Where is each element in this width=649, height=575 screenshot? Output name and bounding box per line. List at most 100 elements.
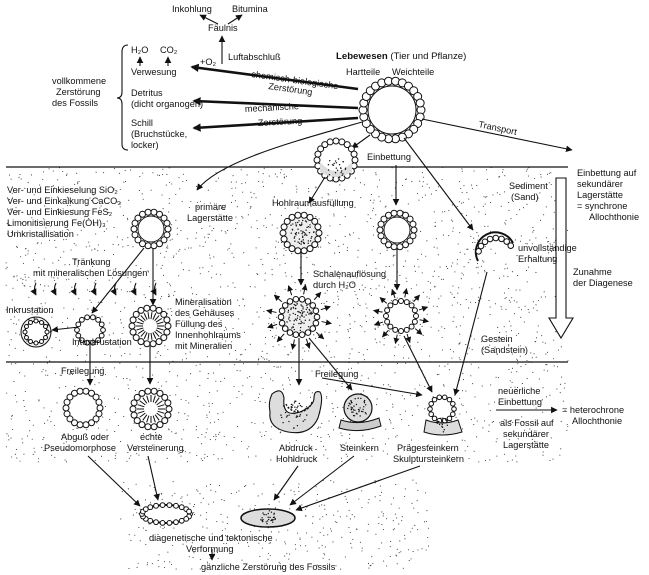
label-unvollstaendig: unvollständige <box>518 243 577 253</box>
label-verwesung: Verwesung <box>131 67 176 77</box>
label-traenkung: Tränkung <box>72 257 110 267</box>
arrow-abguss-deform <box>87 455 141 507</box>
label-lagerstaette: Lagerstätte <box>503 440 549 450</box>
arrow-steinkern-deform <box>289 455 355 506</box>
fossil-traenkung <box>74 314 106 346</box>
label-primaere: primäre <box>195 202 226 212</box>
label-einkalkung: Ver- und Einkalkung CaCO₃ <box>7 196 121 206</box>
label-luftabschluss: Luftabschluß <box>228 52 281 62</box>
arrow-to-unvollstaendig <box>403 137 474 231</box>
label-hohlraum: Hohlraumausfüllung <box>272 198 354 208</box>
label-vollkommen2: Zerstörung <box>56 87 100 97</box>
label-heterochron2: Allochthonie <box>572 416 622 426</box>
label-mineral2: des Gehäuses <box>175 308 235 318</box>
arrow-transport <box>421 118 573 153</box>
label-schill-sub1: (Bruchstücke, <box>131 129 187 139</box>
label-abguss: Abguß oder <box>61 432 109 442</box>
label-hohldruck: Hohldruck <box>276 454 318 464</box>
label-intuskrustation: Intuskrustation <box>72 337 132 347</box>
label-skulptur: Skulptursteinkern <box>393 454 464 464</box>
arrow-dissolve-to-praege <box>403 335 433 393</box>
label-weichteile: Weichteile <box>392 67 434 77</box>
label-diagenetische: diagenetische und tektonische <box>149 533 273 543</box>
fossil-abdruck <box>268 390 323 434</box>
label-heterochron1: = heterochrone <box>562 405 624 415</box>
label-schill-sub2: locker) <box>131 140 159 150</box>
solution-arrows <box>30 282 157 296</box>
label-einkiesung: Ver- und Einkiesung FeS₂ <box>7 207 113 217</box>
label-detritus: Detritus <box>131 88 163 98</box>
label-echte: echte <box>140 432 162 442</box>
label-loesungen: mit mineralischen Lösungen <box>33 268 147 278</box>
label-einbettung-sek5: Allochthonie <box>589 212 639 222</box>
fossil-primary <box>130 208 172 250</box>
arrow-to-traenkung <box>91 247 145 314</box>
label-mechanisch1: mechanische <box>245 101 300 114</box>
label-einbettung: Einbettung <box>367 152 411 162</box>
label-einbettung-sek3: Lagerstätte <box>577 190 623 200</box>
label-pseudomorphose: Pseudomorphose <box>44 443 116 453</box>
label-einbettung-sek4: = synchrone <box>577 201 627 211</box>
label-neuerliche: neuerliche <box>498 386 540 396</box>
label-inkohlung: Inkohlung <box>172 4 212 14</box>
label-hartteile: Hartteile <box>346 67 380 77</box>
label-sekundaer: sekundärer <box>503 429 549 439</box>
arrow-to-bitumina <box>227 14 243 25</box>
label-schalen1: Schalenauflösung <box>313 269 386 279</box>
fossil-dissolving <box>266 284 332 350</box>
label-bitumina: Bitumina <box>232 4 269 14</box>
label-mineral4: Innenhohlraums <box>175 330 241 340</box>
label-mineral3: Füllung des <box>175 319 223 329</box>
fossil-inkrustation <box>20 316 52 348</box>
label-praegesteinkern: Prägesteinkern <box>397 443 459 453</box>
label-mineral1: Mineralisation <box>175 297 232 307</box>
label-sandstein: (Sandstein) <box>481 345 528 355</box>
label-schill: Schill <box>131 118 153 128</box>
arrow-chemisch <box>190 63 359 91</box>
label-faulnis: Fäulnis <box>208 23 238 33</box>
label-einbettung2: Einbettung <box>498 397 542 407</box>
fossil-intuskrustation <box>128 304 172 348</box>
label-erhaltung: Erhaltung <box>518 254 557 264</box>
label-diagenese: der Diagenese <box>573 278 633 288</box>
fossil-deformed-left <box>139 502 193 526</box>
label-o2: +O₂ <box>200 57 217 67</box>
label-gaenzlich: gänzliche Zerstörung des Fossils <box>201 562 336 572</box>
arrow-to-praege <box>321 377 423 398</box>
arrow-mechanisch <box>192 116 359 132</box>
fossil-filled <box>279 211 323 255</box>
label-lebewesen: Lebewesen (Tier und Pflanze) <box>336 51 466 62</box>
label-inkrustation: Inkrustation <box>6 305 54 315</box>
arrow-to-einbettung <box>351 134 371 149</box>
fossil-steinkern <box>338 393 382 432</box>
label-sediment: Sediment <box>509 181 548 191</box>
fossil-einbettung <box>313 137 359 183</box>
label-mineral5: mit Mineralien <box>175 341 232 351</box>
fossil-deformed-right <box>240 508 296 528</box>
label-verformung: Verformung <box>186 544 234 554</box>
label-steinkern: Steinkern <box>340 443 379 453</box>
label-limonit: Limonitisierung Fe(OH)₃ <box>7 218 106 228</box>
fossil-dissolving-empty <box>372 287 430 345</box>
label-lagerstaette-p: Lagerstätte <box>187 213 233 223</box>
label-detritus-sub: (dicht organogen) <box>131 99 203 109</box>
fossil-praege <box>423 394 463 436</box>
arrow-to-inkohlung <box>199 14 219 25</box>
label-gestein: Gestein <box>481 334 513 344</box>
fossil-embedded <box>376 209 418 251</box>
label-schalen2: durch H₂O <box>313 280 356 290</box>
label-sand: (Sand) <box>511 192 539 202</box>
label-vollkommen1: vollkommene <box>52 76 106 86</box>
label-h2o: H₂O <box>131 45 148 55</box>
label-co2: CO₂ <box>160 45 178 55</box>
label-einbettung-sek2: sekundärer <box>577 179 623 189</box>
arrow-incomplete-down <box>453 271 488 396</box>
organism-shell <box>358 76 426 144</box>
label-vollkommen3: des Fossils <box>52 98 98 108</box>
arrow-hohlraum <box>308 176 326 204</box>
brace-vollkommen <box>116 44 129 151</box>
label-als-fossil: als Fossil auf <box>500 418 554 428</box>
fossil-echte <box>129 387 173 431</box>
fossil-abguss <box>62 387 104 429</box>
